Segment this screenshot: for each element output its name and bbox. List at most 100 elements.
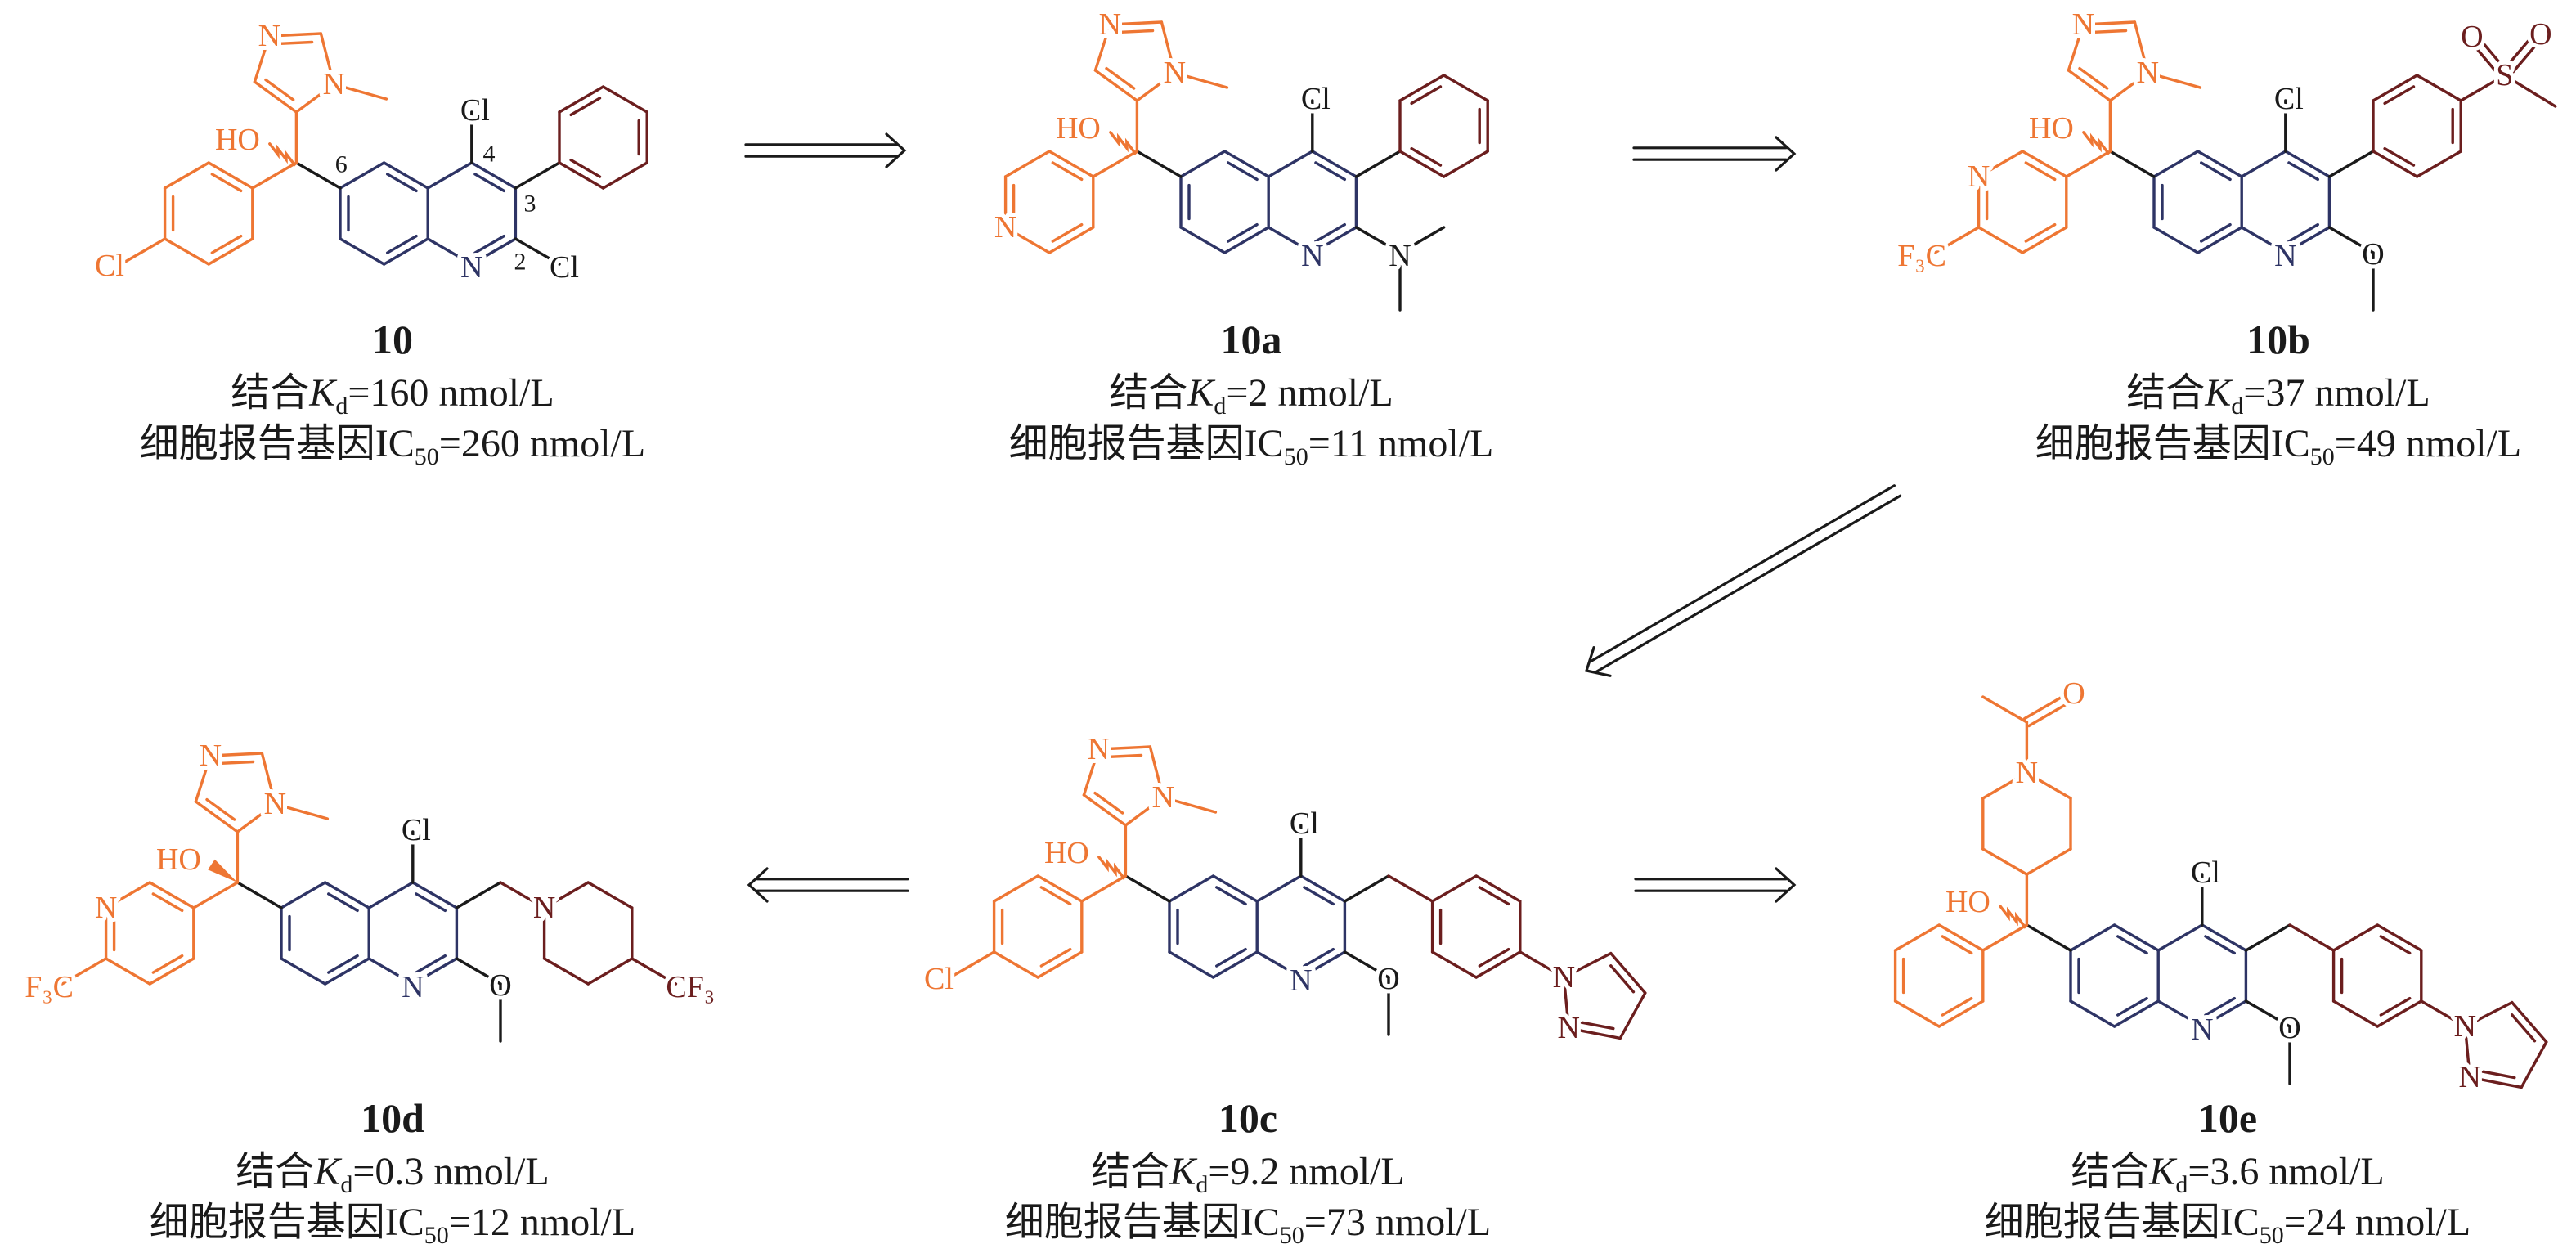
- position-number: 3: [524, 191, 536, 218]
- ring-bond: [1398, 74, 1446, 102]
- double-bond-inner: [2204, 996, 2236, 1017]
- atom-label: N: [460, 250, 482, 285]
- ring-bond: [1430, 874, 1478, 903]
- double-bond-inner: [264, 78, 295, 101]
- atom-label: N: [1164, 56, 1186, 90]
- bond: [1562, 951, 1613, 979]
- double-bond-inner: [2204, 935, 2236, 955]
- atom-label: N: [1088, 732, 1110, 766]
- ring-bond: [163, 161, 210, 190]
- bond: [319, 32, 336, 86]
- atom-label: Cl: [402, 813, 431, 847]
- bond: [1567, 1026, 1622, 1040]
- arrow-10b-to-10c: [1584, 484, 1902, 677]
- ring-bond: [1168, 950, 1215, 979]
- atom-label: HO: [1056, 111, 1101, 146]
- ring-bond: [2372, 74, 2419, 102]
- double-bond-inner: [1314, 161, 1346, 182]
- kd-prefix: 结合: [1091, 1150, 1169, 1193]
- double-bond-inner: [1039, 947, 1072, 968]
- double-bond-inner: [327, 954, 359, 974]
- arrow-10-to-10a: [744, 132, 907, 168]
- kd-symbol: K: [1187, 371, 1216, 415]
- double-bond-inner: [1105, 66, 1136, 90]
- ring-bond: [104, 881, 151, 909]
- ring-bond: [2376, 999, 2423, 1028]
- bond: [194, 754, 213, 803]
- bond: [1093, 23, 1112, 72]
- bond: [2244, 923, 2291, 952]
- bond: [294, 83, 336, 114]
- bond: [1124, 796, 1165, 827]
- bond: [1082, 793, 1128, 827]
- methyl-bond: [1981, 695, 2029, 724]
- ic-sub: 50: [2260, 1222, 2284, 1249]
- kd-value: =9.2 nmol/L: [1208, 1150, 1404, 1193]
- bond: [2327, 150, 2375, 178]
- wavy-bond: [2082, 131, 2112, 155]
- atom-label: O: [2461, 20, 2483, 54]
- bond: [2025, 923, 2072, 952]
- atom-label: N: [1553, 960, 1575, 995]
- double-bond-inner: [1051, 161, 1084, 182]
- bond: [1933, 226, 1981, 254]
- atom-label: HO: [1044, 836, 1089, 870]
- wavy-bond: [1999, 905, 2029, 929]
- ring-bond: [1179, 226, 1227, 254]
- ring-bond: [1981, 771, 2029, 800]
- ring-bond: [1442, 74, 1489, 102]
- ring-bond: [1003, 150, 1051, 178]
- kd-prefix: 结合: [2071, 1150, 2149, 1193]
- bonds: [1933, 20, 2557, 312]
- double-bond-inner: [1577, 1020, 1615, 1031]
- atom-label: Cl: [550, 250, 579, 285]
- ring-bond: [2284, 150, 2331, 178]
- kd-sub: d: [2175, 1171, 2188, 1198]
- ring-bond: [1893, 923, 1941, 952]
- atom-label: HO: [215, 123, 260, 157]
- ring-bond: [1036, 874, 1084, 903]
- bond: [1148, 745, 1165, 799]
- ic-sub: 50: [1280, 1222, 1304, 1249]
- ring-bond: [1977, 150, 2024, 178]
- ring-bond: [2284, 226, 2331, 254]
- double-bond-inner: [1051, 222, 1084, 243]
- double-bond-inner: [1303, 947, 1335, 968]
- atom-label: O: [2062, 676, 2085, 711]
- ring-bond: [207, 161, 254, 190]
- bond: [1160, 20, 1177, 74]
- double-bond-inner: [386, 173, 418, 193]
- double-bond-inner: [386, 234, 418, 254]
- double-bond: [2027, 698, 2075, 728]
- ic-sub: 50: [2310, 443, 2335, 470]
- ic-value: =49 nmol/L: [2335, 422, 2521, 465]
- bond: [1108, 20, 1164, 26]
- atom-label: N: [2016, 756, 2038, 790]
- atom-label: F₃C: [1897, 239, 1946, 273]
- ring-bond: [2112, 923, 2160, 952]
- double-bond: [2474, 45, 2503, 80]
- kd-value: =0.3 nmol/L: [352, 1150, 549, 1193]
- atom-label: N: [2191, 1013, 2213, 1047]
- kd-sub: d: [340, 1171, 352, 1198]
- ring-bond: [367, 957, 415, 986]
- bond: [514, 237, 561, 266]
- ring-bond: [148, 957, 195, 986]
- ring-bond: [382, 237, 429, 266]
- atom-label: N: [1968, 159, 1990, 194]
- atom-label: S: [2496, 58, 2513, 92]
- methyl-bond: [1398, 226, 1446, 254]
- ring-bond: [1299, 874, 1347, 903]
- bond: [267, 32, 323, 38]
- double-bond-inner: [1215, 886, 1247, 906]
- ring-bond: [2331, 999, 2379, 1028]
- compound-number: 10a: [1221, 317, 1282, 362]
- wavy-bond: [1097, 856, 1128, 880]
- ring-bond: [2372, 150, 2419, 178]
